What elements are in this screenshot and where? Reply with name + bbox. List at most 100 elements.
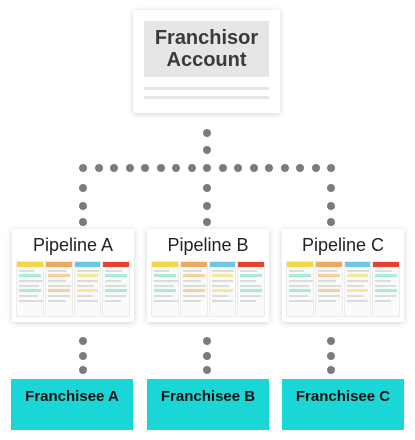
board-card-tag <box>76 289 99 292</box>
connector-dot <box>312 164 320 172</box>
board-card-line <box>19 300 43 302</box>
board-card-tag <box>317 289 340 292</box>
board-card-line <box>346 300 368 302</box>
pipeline-a-card: Pipeline A <box>12 229 134 322</box>
connector-dot <box>188 164 196 172</box>
root-card-line <box>144 96 269 99</box>
connector-dot <box>327 352 335 360</box>
board-card-line <box>182 270 202 272</box>
board-column <box>44 261 73 317</box>
board-card-line <box>240 285 261 287</box>
board-card-line <box>154 270 170 272</box>
board-card-tag <box>182 289 205 292</box>
pipeline-board-thumbnail <box>151 261 265 317</box>
board-card-line <box>289 280 313 282</box>
connector-dot <box>327 202 335 210</box>
connector-dot <box>234 164 242 172</box>
board-card-line <box>240 270 257 272</box>
board-column-header <box>238 262 264 267</box>
board-card-tag <box>19 274 41 277</box>
board-card-tag <box>240 289 262 292</box>
board-card-line <box>375 270 392 272</box>
board-card-tag <box>375 289 397 292</box>
connector-dot <box>79 366 87 374</box>
board-column <box>343 261 372 317</box>
board-card-line <box>47 270 67 272</box>
board-card-line <box>154 295 174 297</box>
pipeline-b-title: Pipeline B <box>167 235 249 255</box>
board-column-header <box>45 262 72 267</box>
connector-dot <box>219 164 227 172</box>
board-card-line <box>375 285 396 287</box>
board-card-line <box>317 300 336 302</box>
board-column <box>286 261 314 317</box>
board-card-line <box>211 285 229 287</box>
board-card-line <box>375 295 396 297</box>
board-card-line <box>47 300 66 302</box>
board-card-line <box>289 270 305 272</box>
board-column-header <box>74 262 101 267</box>
connector-dot <box>203 218 211 226</box>
franchisor-account-card: Franchisor Account <box>133 10 280 113</box>
board-card-tag <box>105 274 127 277</box>
board-card-tag <box>211 274 234 277</box>
connector-dot <box>79 202 87 210</box>
connector-dot <box>79 164 87 172</box>
board-card-line <box>76 280 99 282</box>
board-card-tag <box>240 274 262 277</box>
connector-dot <box>265 164 273 172</box>
pipeline-c-title: Pipeline C <box>301 235 385 255</box>
board-card-line <box>240 300 256 302</box>
board-card-line <box>154 300 178 302</box>
connector-dot <box>281 164 289 172</box>
board-card-line <box>211 300 233 302</box>
board-column <box>73 261 102 317</box>
board-card-tag <box>76 274 99 277</box>
board-card-tag <box>289 289 311 292</box>
connector-dot <box>203 202 211 210</box>
board-card-tag <box>47 274 70 277</box>
board-card-line <box>47 295 71 297</box>
connector-dot <box>327 218 335 226</box>
board-column <box>16 261 44 317</box>
connector-dot <box>203 366 211 374</box>
board-card-tag <box>154 289 176 292</box>
franchisee-b-box: Franchisee B <box>147 379 269 430</box>
connector-dot <box>203 184 211 192</box>
pipeline-a-title: Pipeline A <box>32 235 114 255</box>
pipeline-c-card: Pipeline C <box>282 229 404 322</box>
board-column <box>102 261 130 317</box>
board-card-line <box>289 285 309 287</box>
connector-dot <box>141 164 149 172</box>
pipeline-b-card: Pipeline B <box>147 229 269 322</box>
connector-dot <box>327 184 335 192</box>
connector-dot <box>203 146 211 154</box>
board-column-header <box>344 262 371 267</box>
connector-dot <box>172 164 180 172</box>
board-card-line <box>19 270 35 272</box>
franchisee-a-box: Franchisee A <box>11 379 133 430</box>
board-card-line <box>47 285 71 287</box>
board-card-line <box>211 270 234 272</box>
board-card-line <box>289 300 313 302</box>
connector-dot <box>79 337 87 345</box>
franchisee-c-box: Franchisee C <box>282 379 404 430</box>
pipeline-board-thumbnail <box>16 261 130 317</box>
board-column-header <box>180 262 207 267</box>
board-card-line <box>317 285 341 287</box>
connector-dot <box>250 164 258 172</box>
board-card-tag <box>211 289 234 292</box>
board-card-line <box>240 295 261 297</box>
board-card-line <box>182 295 206 297</box>
board-card-line <box>211 280 234 282</box>
board-card-line <box>76 270 99 272</box>
board-card-line <box>19 295 39 297</box>
board-card-line <box>317 280 337 282</box>
board-card-line <box>105 295 126 297</box>
connector-dot <box>95 164 103 172</box>
board-card-line <box>105 285 126 287</box>
board-card-line <box>211 295 229 297</box>
board-card-tag <box>47 289 70 292</box>
board-card-line <box>19 280 43 282</box>
board-card-line <box>375 280 392 282</box>
